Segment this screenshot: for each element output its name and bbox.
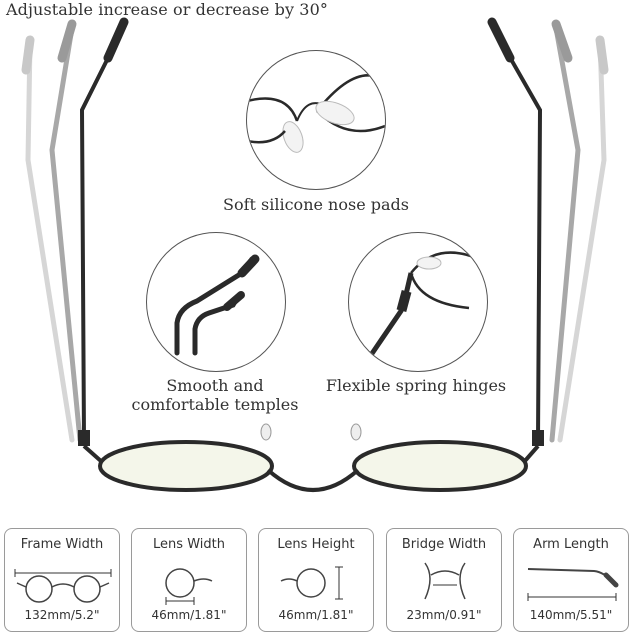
spec-value: 132mm/5.2": [24, 608, 100, 622]
frame-width-diagram-icon: [14, 569, 112, 603]
feature-hinges-circle: [348, 232, 488, 372]
arm-length-diagram-icon: [527, 568, 619, 601]
lens-width-diagram-icon: [165, 568, 213, 605]
ghost-temple-left-2: [49, 25, 83, 443]
spec-lens-width: Lens Width 46mm/1.81": [131, 528, 247, 632]
spec-arm-length: Arm Length 140mm/5.51": [513, 528, 629, 632]
left-lens: [98, 440, 274, 492]
spring-hinge-closeup-icon: [368, 251, 487, 358]
ghost-temple-right-1: [557, 37, 607, 443]
spec-value: 140mm/5.51": [529, 608, 613, 622]
lens-height-diagram-icon: [280, 566, 343, 600]
spec-bridge-width: Bridge Width 23mm/0.91": [386, 528, 502, 632]
spec-value: 23mm/0.91": [406, 608, 482, 622]
spec-title: Lens Width: [153, 537, 225, 552]
nose-pad-closeup-icon: [247, 74, 385, 153]
spec-title: Lens Height: [277, 537, 355, 552]
feature-nose-pads-label: Soft silicone nose pads: [223, 195, 409, 214]
spec-title: Frame Width: [20, 537, 104, 552]
glasses-scene: [21, 17, 609, 492]
feature-hinges-label: Flexible spring hinges: [325, 376, 507, 395]
bridge: [266, 468, 360, 492]
ghost-temple-right-2: [549, 25, 581, 443]
spec-frame-width: Frame Width 132mm/5.2": [4, 528, 120, 632]
right-lens: [352, 440, 528, 492]
bridge-width-diagram-icon: [424, 562, 466, 600]
spec-value: 46mm/1.81": [151, 608, 227, 622]
headline: Adjustable increase or decrease by 30°: [6, 0, 328, 19]
temple-closeup-icon: [174, 254, 260, 356]
spec-value: 46mm/1.81": [278, 608, 354, 622]
spec-title: Bridge Width: [401, 537, 487, 552]
ghost-temple-left-1: [25, 39, 75, 443]
feature-nose-pads-circle: [246, 50, 386, 190]
spec-lens-height: Lens Height 46mm/1.81": [258, 528, 374, 632]
spec-title: Arm Length: [533, 537, 609, 552]
feature-temples-circle: [146, 232, 286, 372]
